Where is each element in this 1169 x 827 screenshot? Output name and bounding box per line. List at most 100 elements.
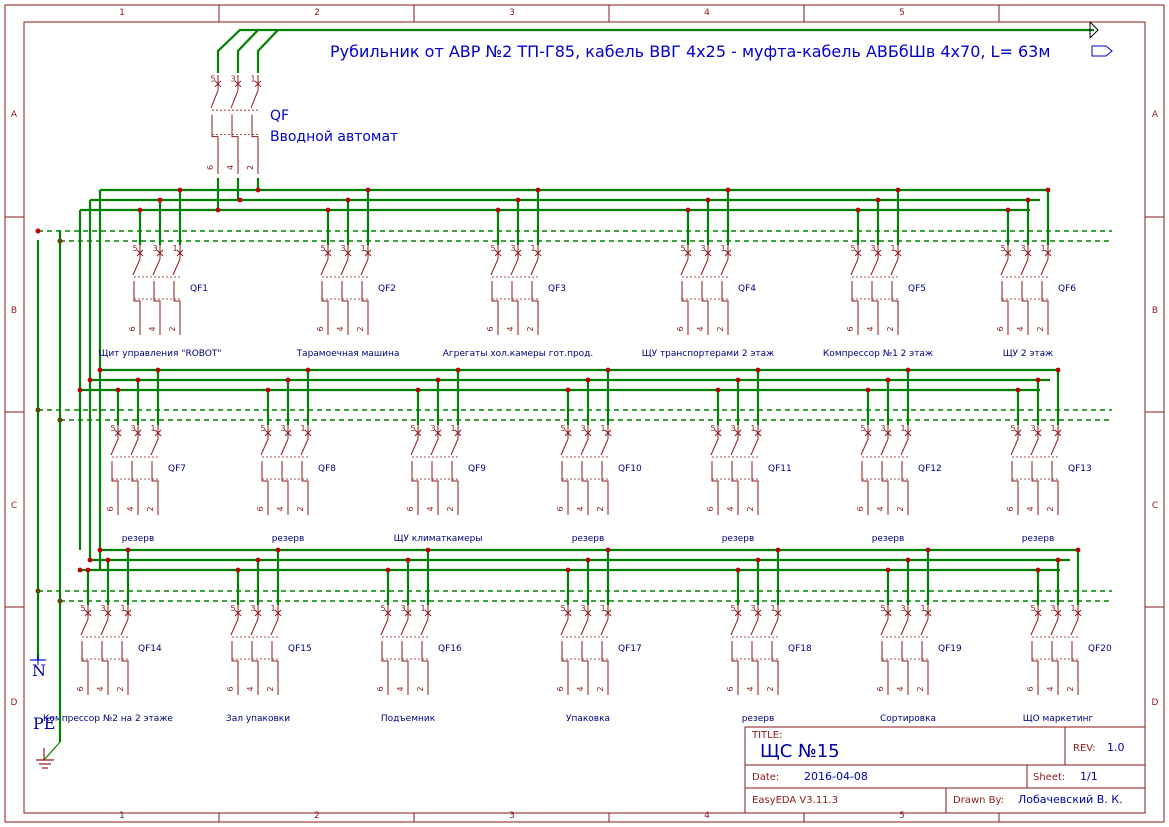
pin-number: 5	[320, 244, 325, 253]
pin-number: 3	[580, 424, 585, 433]
pin-number: 6	[486, 326, 495, 331]
breaker-designator: QF11	[768, 464, 792, 474]
supply-cable-label: Рубильник от АВР №2 ТП-Г85, кабель ВВГ 4…	[330, 42, 1050, 61]
pin-number: 3	[1020, 244, 1025, 253]
pin-number: 4	[1016, 326, 1025, 331]
pin-number: 4	[866, 326, 875, 331]
breaker-load-label: Сортировка	[880, 714, 936, 724]
pin-number: 2	[526, 326, 535, 331]
pin-number: 3	[880, 424, 885, 433]
breaker-load-label: Тарамоечная машина	[296, 349, 400, 359]
neutral-earth-bus	[30, 230, 62, 769]
grid-row-label: C	[1152, 501, 1158, 511]
grid-column-label: 5	[899, 811, 905, 821]
pin-number: 3	[730, 424, 735, 433]
breaker-load-label: Компрессор №1 2 этаж	[823, 349, 933, 359]
pin-number: 2	[1066, 686, 1075, 691]
grid-row-label: C	[11, 501, 17, 511]
pin-number: 4	[96, 686, 105, 691]
breaker-designator: QF19	[938, 644, 962, 654]
pin-number: 3	[430, 424, 435, 433]
pin-number: 5	[1030, 604, 1035, 613]
incoming-supply	[216, 21, 1113, 73]
pin-number: 2	[896, 506, 905, 511]
grid-column-label: 2	[314, 8, 320, 18]
pin-number: 2	[596, 686, 605, 691]
pin-number: 1	[300, 424, 305, 433]
breaker-load-label: ЩУ 2 этаж	[1003, 349, 1054, 359]
pin-number: 6	[1026, 686, 1035, 691]
breaker-load-label: Упаковка	[566, 714, 610, 724]
breaker-designator: QF10	[618, 464, 642, 474]
drawing-title: ЩС №15	[760, 741, 840, 762]
pin-number: 1	[1050, 424, 1055, 433]
pin-number: 2	[266, 686, 275, 691]
pin-number: 3	[400, 604, 405, 613]
grid-column-label: 1	[119, 8, 125, 18]
pin-number: 2	[596, 506, 605, 511]
pin-number: 3	[580, 604, 585, 613]
grid-column-label: 4	[704, 811, 710, 821]
grid-row-label: B	[11, 306, 17, 316]
pin-number: 4	[276, 506, 285, 511]
pin-number: 5	[730, 604, 735, 613]
pin-number: 4	[896, 686, 905, 691]
breaker-designator: QF13	[1068, 464, 1092, 474]
pin-number: 3	[340, 244, 345, 253]
grid-column-label: 5	[899, 8, 905, 18]
pin-number: 6	[256, 506, 265, 511]
pin-number: 3	[100, 604, 105, 613]
pin-number: 6	[996, 326, 1005, 331]
pin-number: 1	[920, 604, 925, 613]
breaker-designator: QF9	[468, 464, 486, 474]
pin-number: 5	[490, 244, 495, 253]
breaker-load-label: резерв	[122, 534, 155, 544]
pin-number: 3	[152, 244, 157, 253]
grid-row-label: D	[1152, 698, 1159, 708]
pin-number: 6	[1006, 506, 1015, 511]
pin-number: 3	[230, 75, 235, 84]
pin-number: 2	[1036, 326, 1045, 331]
pin-number: 4	[1026, 506, 1035, 511]
pin-number: 6	[128, 326, 137, 331]
pin-number: 2	[168, 326, 177, 331]
pin-number: 1	[450, 424, 455, 433]
breaker-designator: QF15	[288, 644, 312, 654]
pin-number: 5	[230, 604, 235, 613]
breaker-designator: QF4	[738, 284, 756, 294]
pin-number: 4	[876, 506, 885, 511]
breaker-load-label: резерв	[872, 534, 905, 544]
pin-number: 4	[336, 326, 345, 331]
pin-number: 1	[600, 424, 605, 433]
